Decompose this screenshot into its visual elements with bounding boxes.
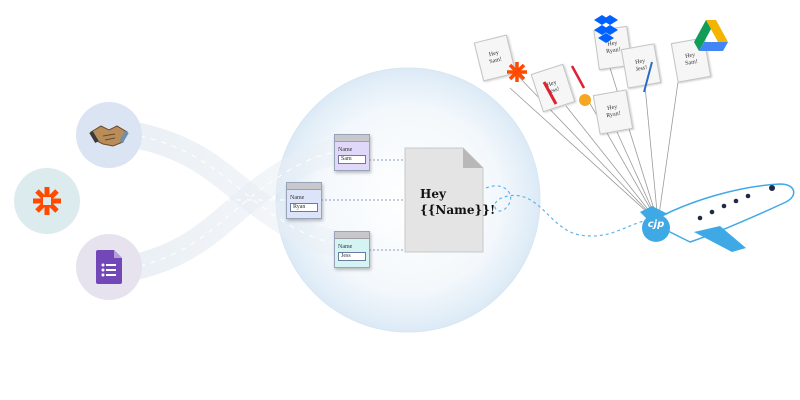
form-field-label: Name	[290, 195, 305, 201]
output-doc-text: Hey Sam!	[488, 50, 503, 66]
handshake-icon	[89, 125, 129, 147]
zapier-asterisk-icon	[33, 187, 61, 215]
road-bottom-to-top	[127, 140, 345, 279]
template-line-2: {{Name}}!	[420, 203, 496, 217]
output-doc-text: Hey Jess!	[546, 79, 561, 96]
form-field-value: Sam	[338, 155, 366, 164]
form-card-ryan: Name Ryan	[286, 182, 322, 219]
source-zapier	[14, 168, 80, 234]
road-markings	[82, 135, 333, 267]
source-google-forms	[76, 234, 142, 300]
form-field-label: Name	[338, 244, 353, 250]
form-connectors	[321, 159, 405, 251]
template-document	[404, 147, 484, 253]
output-doc: Hey Jess!	[620, 43, 662, 89]
form-card-jess: Name Jess	[334, 231, 370, 268]
output-doc-text: Hey Ryan!	[605, 40, 621, 55]
cjp-logo-text: cjp	[647, 219, 665, 230]
output-doc-text: Hey Sam!	[684, 52, 699, 68]
output-doc: Hey Sam!	[670, 37, 712, 83]
output-doc-text: Hey Ryan!	[605, 104, 622, 120]
google-forms-icon	[96, 250, 122, 284]
template-text: Hey {{Name}}!	[420, 186, 495, 218]
form-field-label: Name	[338, 147, 353, 153]
form-card-sam: Name Sam	[334, 134, 370, 171]
output-doc: Hey Ryan!	[592, 89, 634, 135]
form-field-value: Ryan	[290, 203, 318, 212]
output-doc-text: Hey Jess!	[634, 58, 648, 73]
template-line-1: Hey	[420, 187, 446, 201]
form-field-value: Jess	[338, 252, 366, 261]
source-handshake	[76, 102, 142, 168]
